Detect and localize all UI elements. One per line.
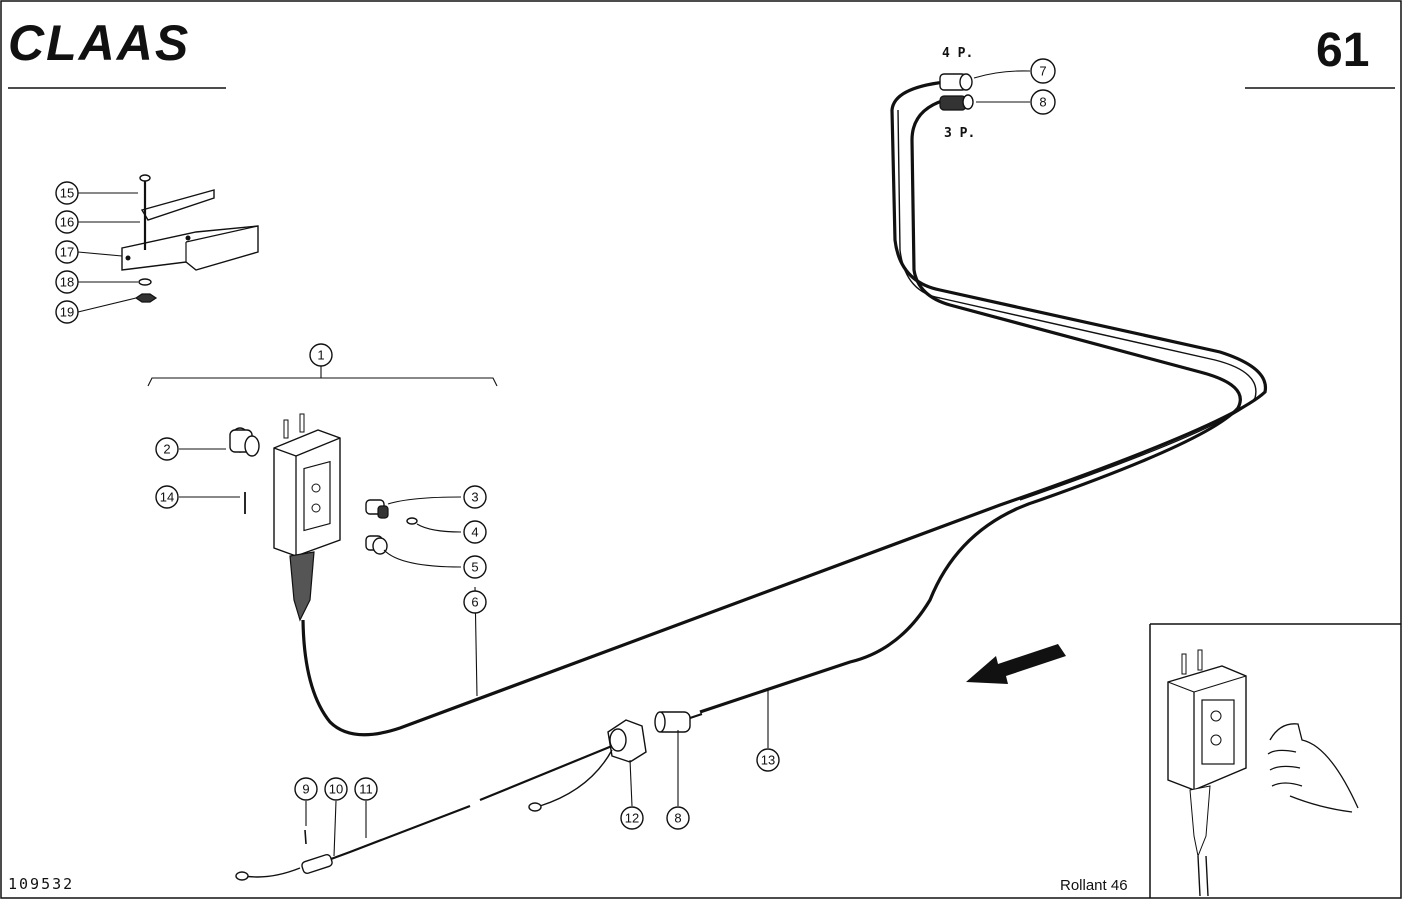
callout-15-text: 15 — [60, 186, 74, 201]
control-switch-box — [273, 413, 341, 622]
plug-socket — [229, 427, 260, 457]
page-number: 61 — [1316, 24, 1369, 77]
usage-inset — [1149, 623, 1401, 898]
model-name: Rollant 46 — [1060, 877, 1128, 894]
coupling-socket — [607, 719, 647, 763]
callout-16: 16 — [55, 210, 79, 234]
cable-outline — [897, 109, 1257, 501]
callout-17: 17 — [55, 240, 79, 264]
direction-arrow — [966, 644, 1066, 684]
assembly-brace — [147, 377, 498, 387]
callout-11: 11 — [354, 777, 378, 801]
callout-6: 6 — [463, 590, 487, 614]
callout-17-text: 17 — [60, 245, 74, 260]
three-pin-label: 3 P. — [944, 126, 975, 141]
callout-14: 14 — [155, 485, 179, 509]
callout-10: 10 — [324, 777, 348, 801]
callout-8-top: 8 — [1030, 89, 1056, 115]
ground-cable — [311, 744, 613, 868]
callout-5-text: 5 — [471, 560, 478, 575]
callout-12: 12 — [620, 806, 644, 830]
callout-19: 19 — [55, 300, 79, 324]
callout-5: 5 — [463, 555, 487, 579]
bulb — [406, 517, 418, 525]
coupling-plug — [654, 711, 703, 733]
callout-1: 1 — [309, 343, 333, 367]
callout-8-bottom-text: 8 — [674, 811, 681, 826]
callout-4: 4 — [463, 520, 487, 544]
callout-1-text: 1 — [317, 348, 324, 363]
callout-4-text: 4 — [471, 525, 478, 540]
callout-14-text: 14 — [160, 490, 174, 505]
callout-13: 13 — [756, 748, 780, 772]
main-cable — [301, 80, 1268, 737]
lamp-holder — [365, 499, 389, 519]
callout-7-text: 7 — [1039, 64, 1046, 79]
four-pin-label: 4 P. — [942, 46, 973, 61]
document-number: 109532 — [8, 875, 74, 893]
callout-3-text: 3 — [471, 490, 478, 505]
switch-knob — [365, 535, 388, 555]
claas-logo: CLAAS — [8, 15, 190, 71]
callout-2: 2 — [155, 437, 179, 461]
callout-18: 18 — [55, 270, 79, 294]
callout-10-text: 10 — [329, 782, 343, 797]
callout-6-text: 6 — [471, 595, 478, 610]
callout-18-text: 18 — [60, 275, 74, 290]
connector-3-pin — [939, 94, 974, 111]
callout-16-text: 16 — [60, 215, 74, 230]
callout-15: 15 — [55, 181, 79, 205]
callout-9: 9 — [294, 777, 318, 801]
callout-8-bottom: 8 — [666, 806, 690, 830]
callout-7: 7 — [1030, 58, 1056, 84]
callout-12-text: 12 — [625, 811, 639, 826]
callout-3: 3 — [463, 485, 487, 509]
callout-19-text: 19 — [60, 305, 74, 320]
callout-13-text: 13 — [761, 753, 775, 768]
connector-4-pin — [939, 73, 973, 91]
callout-8-top-text: 8 — [1039, 95, 1046, 110]
callout-11-text: 11 — [359, 782, 373, 797]
callout-9-text: 9 — [302, 782, 309, 797]
mounting-bracket — [121, 174, 259, 303]
callout-2-text: 2 — [163, 442, 170, 457]
